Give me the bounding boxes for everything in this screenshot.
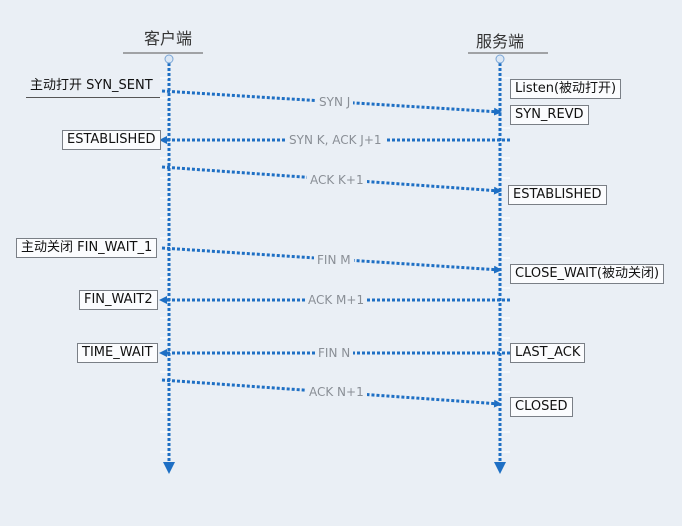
msg-label-syn-k-ack: SYN K, ACK J+1 (286, 133, 385, 147)
client-lifeline-start (164, 54, 174, 64)
server-state-last-ack: LAST_ACK (510, 343, 586, 363)
msg-label-ack-n: ACK N+1 (306, 385, 367, 399)
server-state-established: ESTABLISHED (508, 185, 607, 205)
msg-label-syn-j: SYN J (316, 95, 354, 109)
client-header: 客户端 (143, 29, 192, 48)
msg-label-ack-m: ACK M+1 (305, 293, 368, 307)
msg-label-ack-k: ACK K+1 (307, 173, 367, 187)
client-state-active-open-underline (26, 97, 160, 98)
client-state-established: ESTABLISHED (62, 130, 161, 150)
client-state-fin-wait2: FIN_WAIT2 (79, 290, 158, 310)
client-lifeline-end-arrow (163, 462, 175, 474)
server-state-syn-revd: SYN_REVD (510, 105, 589, 125)
server-lifeline-end-arrow (494, 462, 506, 474)
msg-arrow-ack-n (161, 378, 502, 408)
client-state-active-open: 主动打开 SYN_SENT (30, 78, 153, 93)
msg-arrow-ack-k (161, 165, 502, 195)
client-state-time-wait: TIME_WAIT (77, 343, 158, 363)
server-lifeline-start (495, 54, 505, 64)
server-header: 服务端 (475, 32, 524, 51)
client-state-active-close: 主动关闭 FIN_WAIT_1 (16, 238, 158, 258)
server-state-closed: CLOSED (510, 397, 573, 417)
msg-label-fin-n: FIN N (315, 346, 354, 360)
msg-arrow-syn-j (161, 89, 502, 116)
msg-arrow-fin-m (161, 246, 502, 274)
lifeline-ticks (160, 77, 510, 453)
msg-label-fin-m: FIN M (314, 253, 354, 267)
server-state-close-wait: CLOSE_WAIT(被动关闭) (510, 264, 665, 284)
server-state-listen: Listen(被动打开) (510, 79, 622, 99)
